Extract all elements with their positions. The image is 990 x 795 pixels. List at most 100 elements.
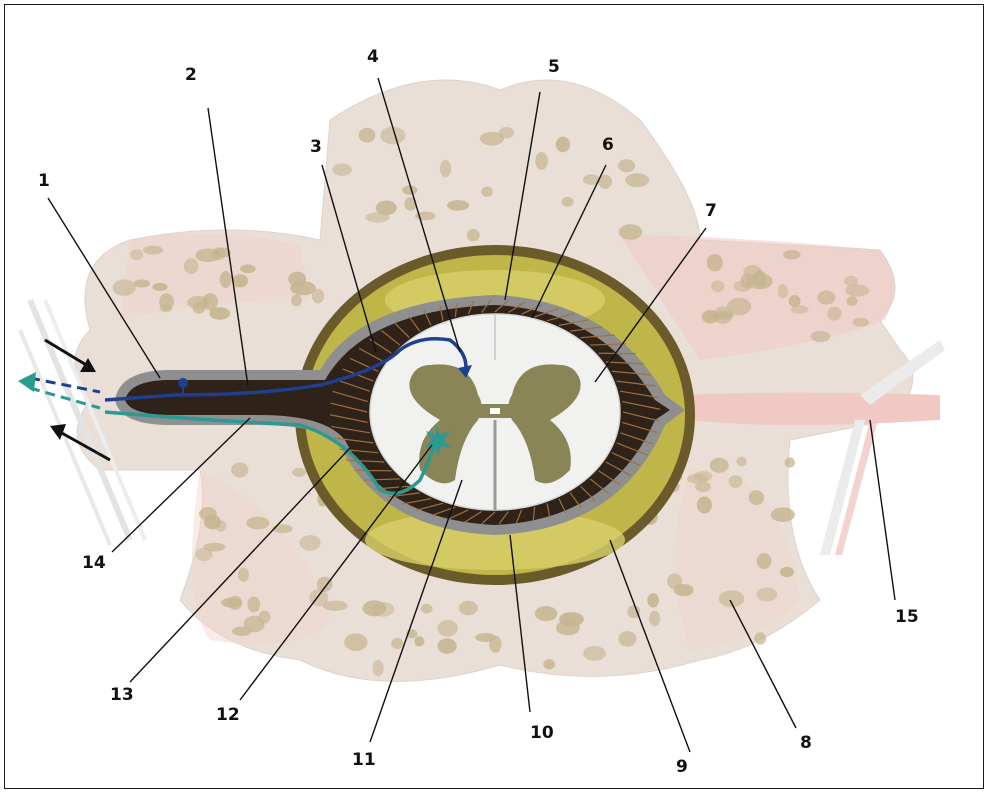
bone-pore <box>209 307 230 320</box>
label-4: 4 <box>367 47 379 67</box>
bone-pore <box>791 305 809 314</box>
bone-pore <box>749 490 765 505</box>
bone-pore <box>437 638 456 654</box>
bone-pore <box>391 638 403 649</box>
bone-pore <box>625 173 649 187</box>
bone-pore <box>291 295 302 307</box>
bone-pore <box>376 200 397 215</box>
bone-pore <box>421 604 433 614</box>
bone-pore <box>414 636 424 646</box>
bone-pore <box>583 646 606 661</box>
label-2: 2 <box>185 65 197 85</box>
bone-pore <box>440 160 451 177</box>
bone-pore <box>827 307 841 321</box>
bone-pore <box>240 264 256 273</box>
bone-pore <box>811 331 831 342</box>
label-5: 5 <box>548 57 560 77</box>
label-9: 9 <box>676 757 688 777</box>
bone-pore <box>402 185 417 195</box>
bone-pore <box>317 577 333 592</box>
label-13: 13 <box>110 685 134 705</box>
bone-pore <box>562 197 574 207</box>
bone-pore <box>780 567 794 577</box>
bone-pore <box>290 281 316 295</box>
leader-line-15 <box>870 420 895 600</box>
bone-pore <box>323 601 348 611</box>
motor-arrowhead <box>18 372 36 392</box>
bone-pore <box>618 631 636 647</box>
bone-pore <box>238 567 249 581</box>
bone-pore <box>667 573 682 589</box>
bone-pore <box>184 258 199 274</box>
bone-pore <box>778 284 788 298</box>
label-8: 8 <box>800 733 812 753</box>
bone-pore <box>743 265 761 279</box>
bone-pore <box>221 598 242 608</box>
bone-pore <box>447 200 469 211</box>
bone-pore <box>711 280 725 292</box>
bone-pore <box>559 612 584 626</box>
bone-pore <box>130 249 143 260</box>
bone-pore <box>754 632 766 645</box>
bone-pore <box>845 284 869 296</box>
bone-pore <box>771 507 795 522</box>
bone-pore <box>247 596 260 612</box>
bone-pore <box>649 611 660 627</box>
label-3: 3 <box>310 137 322 157</box>
bone-pore <box>853 318 870 327</box>
bone-pore <box>719 590 744 607</box>
label-7: 7 <box>705 201 717 221</box>
label-1: 1 <box>38 171 50 191</box>
bone-pore <box>817 290 835 304</box>
bone-pore <box>756 588 777 602</box>
bone-pore <box>846 296 857 306</box>
bone-pore <box>729 475 743 488</box>
bone-pore <box>344 633 367 651</box>
bone-pore <box>215 520 227 531</box>
bone-pore <box>697 496 712 513</box>
bone-pore <box>193 302 206 313</box>
bone-pore <box>299 535 320 551</box>
bone-pore <box>647 593 659 607</box>
bone-pore <box>785 457 795 467</box>
bone-pore <box>556 137 570 153</box>
bone-pore <box>143 246 163 255</box>
bone-pore <box>475 633 496 642</box>
bone-pore <box>459 601 478 615</box>
bone-pore <box>372 660 383 676</box>
bone-pore <box>232 274 248 287</box>
bone-pore <box>159 293 174 310</box>
bone-pore <box>196 548 213 561</box>
bone-pore <box>231 462 248 477</box>
bone-pore <box>359 128 376 143</box>
bone-pore <box>244 616 265 633</box>
bone-pore <box>783 250 800 260</box>
bone-pore <box>543 659 555 669</box>
bone-pore <box>246 517 269 530</box>
bone-pore <box>199 507 217 520</box>
bone-pore <box>713 306 732 324</box>
label-15: 15 <box>895 607 919 627</box>
bone-pore <box>437 620 458 637</box>
bone-pore <box>499 127 514 139</box>
bone-pore <box>618 159 635 172</box>
bone-pore <box>292 468 306 477</box>
bone-pore <box>687 474 708 484</box>
bone-pore <box>371 602 394 617</box>
bone-pore <box>535 606 558 621</box>
bone-pore <box>481 186 493 196</box>
bone-pore <box>619 224 643 239</box>
label-14: 14 <box>82 553 106 573</box>
bone-pore <box>467 229 480 241</box>
bone-pore <box>312 289 324 304</box>
bone-pore <box>707 254 723 271</box>
label-6: 6 <box>602 135 614 155</box>
bone-pore <box>757 553 772 569</box>
bone-pore <box>710 458 729 473</box>
bone-pore <box>153 283 168 291</box>
label-10: 10 <box>530 723 554 743</box>
bone-pore <box>332 163 351 175</box>
bone-pore <box>273 524 293 533</box>
bone-pore <box>736 456 746 466</box>
